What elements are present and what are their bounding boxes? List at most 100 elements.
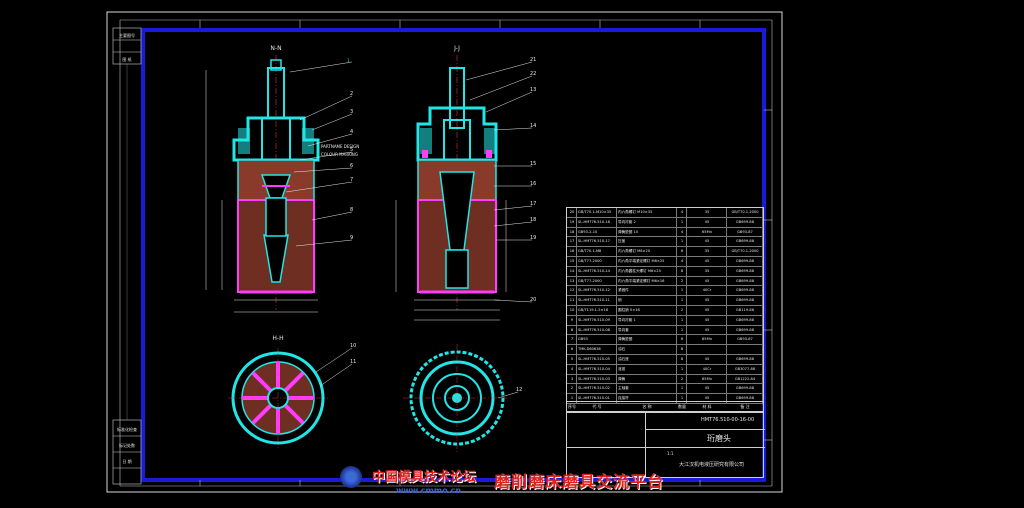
bom-cell-name: 导向衬套 2 <box>617 217 677 227</box>
bom-cell-mat: 35 <box>687 266 727 276</box>
balloon: 14 <box>530 123 537 129</box>
bom-cell-mat: 45 <box>687 384 727 394</box>
bom-cell-mat: 45 <box>687 325 727 335</box>
balloon: 2 <box>350 91 354 97</box>
bom-cell-qty: 2 <box>677 276 687 286</box>
bom-cell-std: GB699-88 <box>727 384 763 394</box>
bom-cell-std: GB3077-88 <box>727 364 763 374</box>
watermark-url: www.cmmo.cn <box>396 486 462 495</box>
bom-cell-no: 4 <box>567 364 577 374</box>
top-view <box>403 344 511 452</box>
bom-cell-qty: 1 <box>677 217 687 227</box>
bom-cell-name: 内六角平端紧定螺钉 M6×16 <box>617 276 677 286</box>
bom-cell-no: 9 <box>567 315 577 325</box>
strip-label-2: 标准化检查 <box>117 426 137 432</box>
bom-cell-std: GB/T70.1-2000 <box>727 208 763 217</box>
bom-cell-code: GB93 <box>577 335 617 345</box>
balloon: 8 <box>350 207 354 213</box>
bom-cell-name: 导向套 <box>617 325 677 335</box>
bom-header: 序号 代 号 名 称 数量 材 料 备 注 <box>567 401 763 411</box>
bom-cell-code: GB/T119.1-5×16 <box>577 306 617 315</box>
bom-cell-no: 2 <box>567 384 577 394</box>
bom-cell-qty: 4 <box>677 227 687 237</box>
bom-cell-code: SL-HMT76.510-17 <box>577 237 617 247</box>
bom-cell-qty: 1 <box>677 286 687 296</box>
bom-cell-mat: 35 <box>687 247 727 256</box>
bom-cell-no: 13 <box>567 276 577 286</box>
bom-cell-std: GB119-86 <box>727 306 763 315</box>
bom-cell-mat: 45 <box>687 394 727 403</box>
bom-cell-name: 油石 <box>617 345 677 354</box>
bom-cell-name: 压盖 <box>617 237 677 247</box>
watermark-slogan: 磨削磨床磨具交流平台 <box>494 472 665 491</box>
bom-cell-name: 连接杆 <box>617 394 677 403</box>
view-label-h-h: H-H <box>272 335 283 342</box>
left-title-strip: 主要图号 图 纸 标准化检查 标记处数 日 期 <box>112 27 142 485</box>
bom-cell-no: 16 <box>567 247 577 256</box>
bom-cell-code: SL-HMT76.510-05 <box>577 355 617 364</box>
bom-header-no: 序号 <box>568 404 576 409</box>
bom-cell-code: SL-HMT76.510-12 <box>577 286 617 296</box>
bom-cell-code: TMK-D60636 <box>577 345 617 354</box>
view-label-n-n: N-N <box>270 45 281 52</box>
title-block-hline <box>645 429 765 430</box>
balloon: 22 <box>530 71 537 77</box>
bom-cell-std: GB699-88 <box>727 315 763 325</box>
bom-cell-mat: 40Cr <box>687 286 727 296</box>
leader-lines <box>285 61 533 399</box>
bom-cell-no: 19 <box>567 217 577 227</box>
bom-cell-std: GB699-88 <box>727 276 763 286</box>
balloon: 21 <box>530 57 537 63</box>
bom-header-code: 代 号 <box>592 404 602 409</box>
bom-cell-no: 8 <box>567 325 577 335</box>
bom-cell-no: 3 <box>567 374 577 384</box>
bom-cell-no: 10 <box>567 306 577 315</box>
bom-cell-std: GB699-88 <box>727 266 763 276</box>
bom-cell-code: SL-HMT76.510-08 <box>577 325 617 335</box>
bom-cell-no: 20 <box>567 208 577 217</box>
bom-cell-name: 紧固件 <box>617 286 677 296</box>
view-note-line1: PARTNAME DESIGN <box>321 144 359 149</box>
watermark: 中国模具技术论坛 www.cmmo.cn 磨削磨床磨具交流平台 <box>336 460 696 500</box>
bom-cell-code: SL-HMT76.510-11 <box>577 296 617 305</box>
bom-cell-qty: 1 <box>677 237 687 247</box>
bom-cell-name: 弹簧垫圈 <box>617 335 677 345</box>
bom-cell-qty: 8 <box>677 266 687 276</box>
bom-cell-std: GB699-88 <box>727 394 763 403</box>
bom-cell-no: 5 <box>567 355 577 364</box>
bom-cell-mat: 45 <box>687 237 727 247</box>
bom-cell-mat <box>687 345 727 354</box>
bom-cell-code: SL-HMT76.510-02 <box>577 384 617 394</box>
bom-header-mat: 材 料 <box>702 404 712 409</box>
bom-cell-std: GB699-88 <box>727 217 763 227</box>
strip-label-0: 主要图号 <box>119 32 135 38</box>
bom-cell-name: 内六角圆柱头螺钉 M6×25 <box>617 266 677 276</box>
strip-label-1: 图 纸 <box>122 56 131 62</box>
title-block-hline <box>567 447 765 448</box>
balloon: 17 <box>530 201 537 207</box>
bom-cell-name: 内六角平端紧定螺钉 M6×25 <box>617 257 677 266</box>
bom-cell-std <box>727 345 763 354</box>
bom-cell-qty: 1 <box>677 384 687 394</box>
bom-cell-mat: 45 <box>687 306 727 315</box>
bom-cell-name: 油石座 <box>617 355 677 364</box>
bom-cell-no: 7 <box>567 335 577 345</box>
bom-cell-no: 12 <box>567 286 577 296</box>
bom-cell-name: 弹簧垫圈 10 <box>617 227 677 237</box>
bom-cell-mat: 45 <box>687 355 727 364</box>
balloon: 12 <box>516 387 523 393</box>
bom-cell-std: GB699-88 <box>727 355 763 364</box>
sheet-mid-border <box>119 19 773 487</box>
bom-cell-name: 销 <box>617 296 677 305</box>
